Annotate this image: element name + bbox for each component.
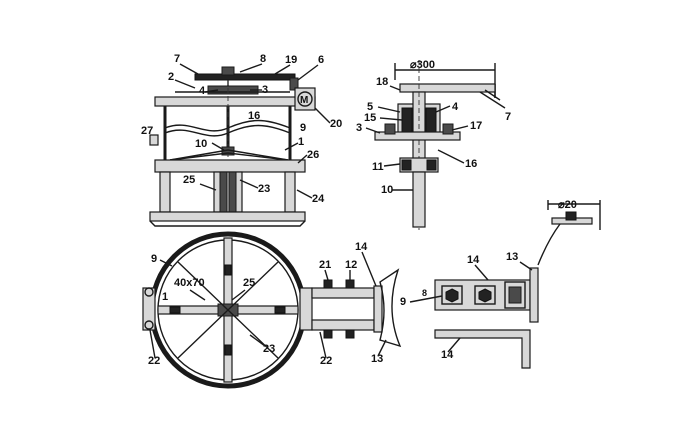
- label-plan-25: 25: [243, 277, 255, 289]
- label-side-14-top: 14: [467, 254, 480, 266]
- detail-diameter-label: ⌀300: [410, 59, 435, 71]
- stirrer-arms: [169, 149, 289, 161]
- diagonal-member-b: [177, 261, 279, 359]
- label-detail-15: 15: [364, 112, 376, 124]
- right-leg: [284, 171, 296, 213]
- label-plan-22-left: 22: [148, 355, 160, 367]
- label-front-27: 27: [141, 125, 153, 137]
- upper-extension-bar: [311, 287, 375, 299]
- label-detail-3: 3: [356, 122, 362, 134]
- base-frame: [149, 211, 306, 222]
- curved-arm: [537, 223, 561, 266]
- label-plan-14: 14: [355, 241, 368, 253]
- front-leaders: [174, 63, 331, 199]
- plan-section-label: 40x70: [174, 277, 205, 289]
- center-column: [213, 171, 243, 213]
- label-side-13: 13: [506, 251, 518, 263]
- label-side-8: 8: [422, 288, 427, 298]
- label-front-9: 9: [300, 122, 306, 134]
- label-plan-1: 1: [162, 291, 168, 303]
- lower-shaft: [412, 171, 426, 228]
- motor-label: M: [300, 95, 308, 106]
- label-front-7: 7: [174, 53, 180, 65]
- plan-leaders: [149, 251, 387, 359]
- bolt-left: [441, 285, 463, 305]
- label-front-24: 24: [312, 193, 325, 205]
- label-detail-11: 11: [372, 161, 384, 173]
- motor-symbol-icon: [297, 91, 313, 107]
- label-front-2: 2: [168, 71, 174, 83]
- label-front-25: 25: [183, 174, 195, 186]
- curved-scraper: [379, 268, 402, 348]
- label-plan-9: 9: [151, 253, 157, 265]
- label-front-1: 1: [298, 136, 304, 148]
- crossbar-plate: [374, 131, 461, 141]
- label-detail-16: 16: [465, 158, 477, 170]
- plan-view: [142, 231, 402, 389]
- label-detail-7: 7: [505, 111, 511, 123]
- side-detail-view: [434, 200, 601, 369]
- label-plan-21: 21: [319, 259, 331, 271]
- lower-extension-bar: [311, 319, 375, 331]
- label-front-16: 16: [248, 110, 260, 122]
- pulley-hub: [221, 66, 235, 76]
- top-crossbeam: [154, 96, 316, 107]
- label-plan-22-right: 22: [320, 355, 332, 367]
- label-front-4: 4: [199, 85, 206, 97]
- end-plate: [373, 285, 383, 333]
- label-front-23: 23: [258, 183, 270, 195]
- l-bracket: [434, 329, 531, 369]
- bolt-right: [474, 285, 496, 305]
- tub-rim: [154, 159, 306, 173]
- pulley-disk: [399, 83, 496, 93]
- side-diameter-label: ⌀20: [558, 199, 577, 211]
- label-front-8: 8: [260, 53, 266, 65]
- drive-belt: [194, 73, 296, 81]
- bracket-27: [149, 134, 159, 146]
- detail-leaders: [365, 85, 469, 191]
- label-detail-4: 4: [452, 101, 459, 113]
- label-front-3: 3: [262, 84, 268, 96]
- label-detail-17: 17: [470, 120, 482, 132]
- label-plan-23: 23: [263, 343, 275, 355]
- right-clamp: [299, 287, 313, 331]
- label-detail-10: 10: [381, 184, 393, 196]
- label-plan-13: 13: [371, 353, 383, 365]
- wavy-blade: [164, 119, 291, 132]
- end-plate-side: [529, 267, 539, 323]
- side-leaders: [409, 261, 533, 353]
- label-front-20: 20: [330, 118, 342, 130]
- motor-pulley: [289, 77, 299, 91]
- label-detail-18: 18: [376, 76, 388, 88]
- detail-view: [374, 60, 506, 230]
- label-front-19: 19: [285, 54, 297, 66]
- label-side-9: 9: [400, 296, 406, 308]
- label-front-26: 26: [307, 149, 319, 161]
- label-plan-12: 12: [345, 259, 357, 271]
- label-detail-5: 5: [367, 101, 373, 113]
- label-front-6: 6: [318, 54, 324, 66]
- front-view: [149, 66, 316, 227]
- left-leg: [159, 171, 171, 213]
- label-side-14-bottom: 14: [441, 349, 454, 361]
- label-front-10: 10: [195, 138, 207, 150]
